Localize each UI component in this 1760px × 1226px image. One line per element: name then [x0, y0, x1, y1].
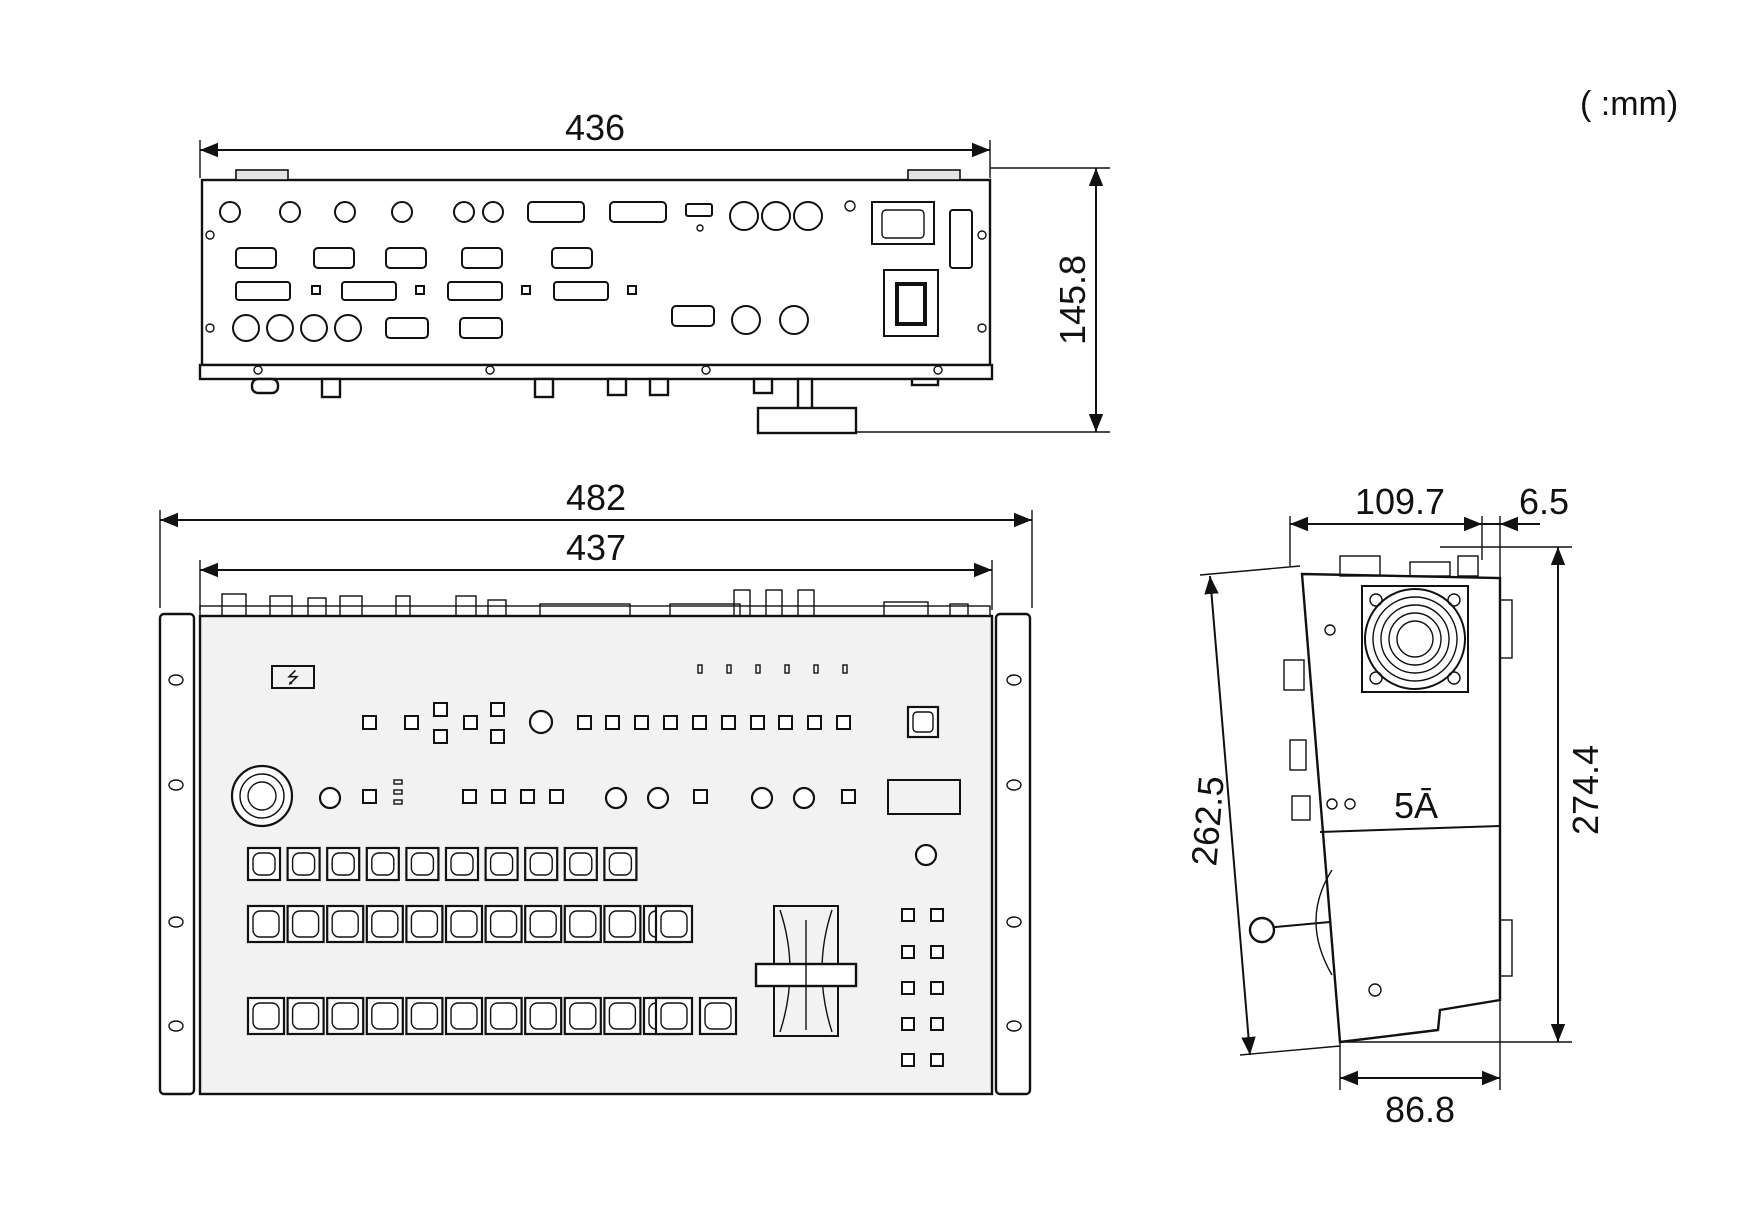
- crosspoint-button: [405, 904, 444, 944]
- rear-view: 436 145.8: [198, 107, 1110, 435]
- power-inlet: [871, 201, 935, 245]
- rear-height-label: 145.8: [1052, 255, 1093, 345]
- crosspoint-button: [286, 904, 325, 944]
- crosspoint-row-aux: [246, 846, 638, 882]
- crosspoint-button: [405, 996, 444, 1036]
- cooling-fan: [1361, 585, 1469, 693]
- side-bottom-label: 86.8: [1385, 1089, 1455, 1130]
- side-height-label: 274.4: [1565, 745, 1606, 835]
- svg-text:⭍: ⭍: [286, 668, 299, 687]
- front-rack-width-label: 482: [566, 477, 626, 518]
- side-diagonal-label: 262.5: [1183, 774, 1232, 867]
- crosspoint-button: [286, 996, 325, 1036]
- crosspoint-button: [563, 904, 602, 944]
- front-view: 482 437 ⭍: [158, 477, 1033, 1096]
- crosspoint-button: [246, 904, 286, 944]
- t-bar-lever-knob: [1248, 916, 1276, 944]
- power-switch: [883, 269, 939, 337]
- crosspoint-button: [326, 996, 365, 1036]
- crosspoint-button: [524, 904, 563, 944]
- crosspoint-button: [698, 996, 738, 1036]
- crosspoint-button: [444, 996, 484, 1036]
- crosspoint-row-preset: [246, 996, 738, 1036]
- front-body-width-label: 437: [566, 527, 626, 568]
- unit-label: ( :mm): [1580, 85, 1678, 123]
- rack-ear-left: [158, 612, 196, 1096]
- side-view: 109.7 6.5 274.4 262.5 86.8: [1183, 481, 1606, 1130]
- side-offset-label: 6.5: [1519, 481, 1569, 522]
- crosspoint-button: [603, 904, 642, 944]
- crosspoint-button: [654, 904, 694, 944]
- crosspoint-row-program: [246, 904, 694, 944]
- crosspoint-button: [246, 996, 286, 1036]
- side-panel-marking: 5Ā: [1394, 785, 1438, 826]
- crosspoint-button: [444, 904, 484, 944]
- crosspoint-button: [326, 904, 365, 944]
- crosspoint-button: [654, 996, 694, 1036]
- joystick: [230, 764, 294, 828]
- side-depth-label: 109.7: [1355, 481, 1445, 522]
- display-window: [887, 779, 961, 815]
- rear-width-label: 436: [565, 107, 625, 148]
- crosspoint-button: [484, 904, 523, 944]
- rear-bnc-row-top: [219, 201, 504, 223]
- usb-port: [271, 665, 315, 689]
- side-diagonal-dimension-line: [1204, 575, 1256, 1056]
- crosspoint-button: [365, 996, 404, 1036]
- crosspoint-button: [603, 996, 642, 1036]
- rack-ear-right: [994, 612, 1032, 1096]
- crosspoint-button: [563, 996, 602, 1036]
- t-bar-profile: [756, 406, 858, 435]
- crosspoint-button: [365, 904, 404, 944]
- crosspoint-button: [484, 996, 523, 1036]
- crosspoint-button: [524, 996, 563, 1036]
